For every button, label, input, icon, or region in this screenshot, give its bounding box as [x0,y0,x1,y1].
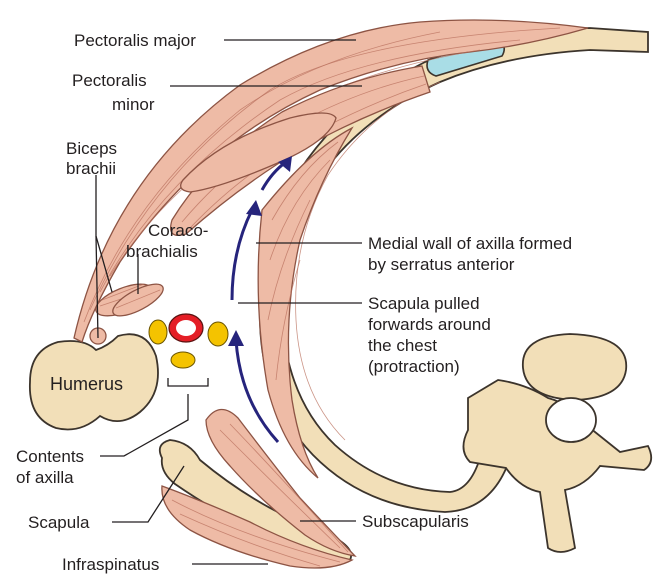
label-pectoralis-major: Pectoralis major [74,31,196,50]
nerve-posterior [171,352,195,368]
label-medial-wall-line2: by serratus anterior [368,255,515,274]
nerve-lateral [149,320,167,344]
label-scapula-pulled-line1: Scapula pulled [368,294,480,313]
label-scapula-pulled-line3: the chest [368,336,437,355]
arrowhead-middle [246,200,262,216]
label-contents-line1: Contents [16,447,84,466]
label-contents-line2: of axilla [16,468,74,487]
label-humerus: Humerus [50,374,123,394]
label-medial-wall-line1: Medial wall of axilla formed [368,234,572,253]
label-pectoralis-minor-line1: Pectoralis [72,71,147,90]
label-pectoralis-minor-line2: minor [112,95,155,114]
label-infraspinatus: Infraspinatus [62,555,159,574]
label-biceps-line1: Biceps [66,139,117,158]
label-coraco-line2: brachialis [126,242,198,261]
nerve-medial [208,322,228,346]
contents-bracket [168,378,208,386]
vertebra [463,334,651,552]
label-subscapularis: Subscapularis [362,512,469,531]
label-scapula-pulled-line2: forwards around [368,315,491,334]
arrowhead-lower [228,330,244,346]
label-coraco-line1: Coraco- [148,221,208,240]
label-biceps-line2: brachii [66,159,116,178]
label-scapula-pulled-line4: (protraction) [368,357,460,376]
label-scapula: Scapula [28,513,90,532]
